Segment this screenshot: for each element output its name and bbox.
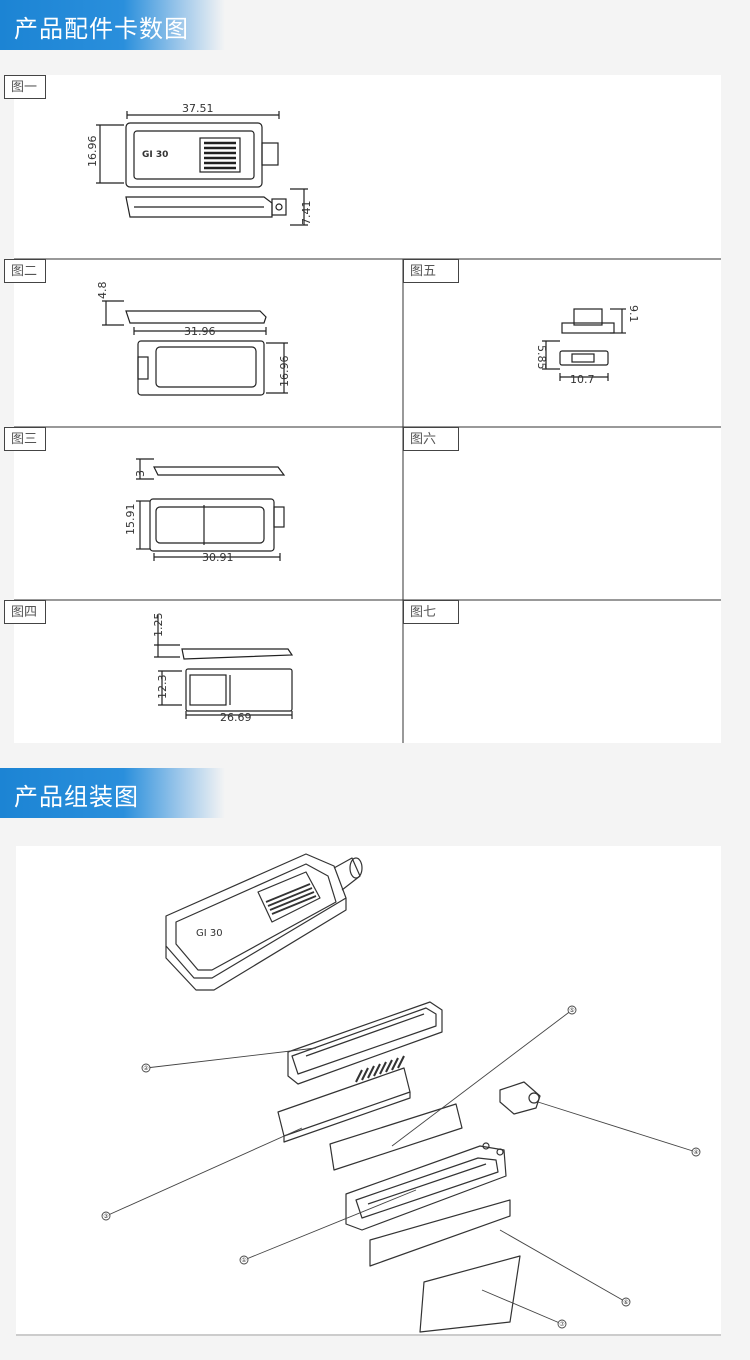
fig1-drawing — [96, 111, 308, 226]
fig3-drawing — [136, 458, 286, 561]
fig2-label: 图二 — [4, 259, 46, 283]
section-title: 产品配件卡数图 — [14, 15, 189, 43]
fig4-dim-thickness: 1.25 — [152, 613, 165, 638]
fig6-label: 图六 — [403, 427, 459, 451]
header-bar — [0, 0, 225, 50]
callout-2: ② — [143, 1065, 149, 1072]
fig2-dim-width: 31.96 — [184, 325, 216, 338]
part-4-connector — [499, 1081, 541, 1115]
part-5-bar — [329, 1103, 463, 1171]
fig5-dim-width: 10.7 — [570, 373, 595, 386]
callout-7: ⑦ — [559, 1321, 565, 1328]
fig1-dim-height: 16.96 — [86, 136, 99, 168]
exploded-view: GI 30 — [16, 853, 721, 1336]
callout-4: ④ — [693, 1149, 698, 1156]
section-header-assembly: 产品组装图 — [0, 768, 750, 818]
part-2-top-shell — [287, 1001, 443, 1085]
fig2-dim-height: 16.96 — [278, 356, 291, 388]
fig2-drawing — [102, 300, 288, 396]
fig4-dim-width: 26.69 — [220, 711, 252, 724]
section-header-specs: 产品配件卡数图 — [0, 0, 750, 50]
part-3-slider — [277, 1055, 411, 1143]
fig5-label: 图五 — [403, 259, 459, 283]
spec-grid: GI 30 37.51 16.96 7.41 4.8 31.96 16.96 — [14, 102, 721, 743]
fig5-dim-height: 9.1 — [627, 305, 640, 323]
callout-5: ⑤ — [569, 1007, 574, 1014]
header-bar — [0, 768, 225, 818]
fig3-dim-thickness: 3 — [134, 470, 147, 477]
fig2-dim-thickness: 4.8 — [96, 282, 109, 300]
fig3-dim-height: 15.91 — [124, 504, 137, 536]
fig4-dim-height: 12.3 — [156, 675, 169, 700]
fig1-dim-thickness: 7.41 — [300, 201, 313, 226]
assembled-product — [165, 853, 363, 991]
section-title: 产品组装图 — [14, 783, 139, 811]
fig4-label: 图四 — [4, 600, 46, 624]
spec-drawing-panel: GI 30 37.51 16.96 7.41 4.8 31.96 16.96 — [4, 75, 721, 743]
svg-text:GI 30: GI 30 — [196, 928, 223, 939]
fig1-dim-width: 37.51 — [182, 102, 214, 115]
fig3-label: 图三 — [4, 427, 46, 451]
callout-1: ① — [241, 1257, 246, 1264]
fig3-dim-width: 30.91 — [202, 551, 234, 564]
callout-3: ③ — [103, 1213, 108, 1220]
callout-6: ⑥ — [623, 1299, 628, 1306]
fig7-label: 图七 — [403, 600, 459, 624]
fig5-drawing — [542, 308, 626, 381]
assembly-drawing-panel: GI 30 — [16, 846, 721, 1336]
fig5-dim-thickness: 5.85 — [535, 345, 548, 370]
part-7-card — [419, 1255, 521, 1333]
fig1-label: 图一 — [4, 75, 46, 99]
part-6-plate — [369, 1199, 511, 1267]
fig4-drawing — [154, 615, 294, 719]
svg-text:GI 30: GI 30 — [142, 150, 168, 160]
part-1-base — [345, 1142, 507, 1231]
